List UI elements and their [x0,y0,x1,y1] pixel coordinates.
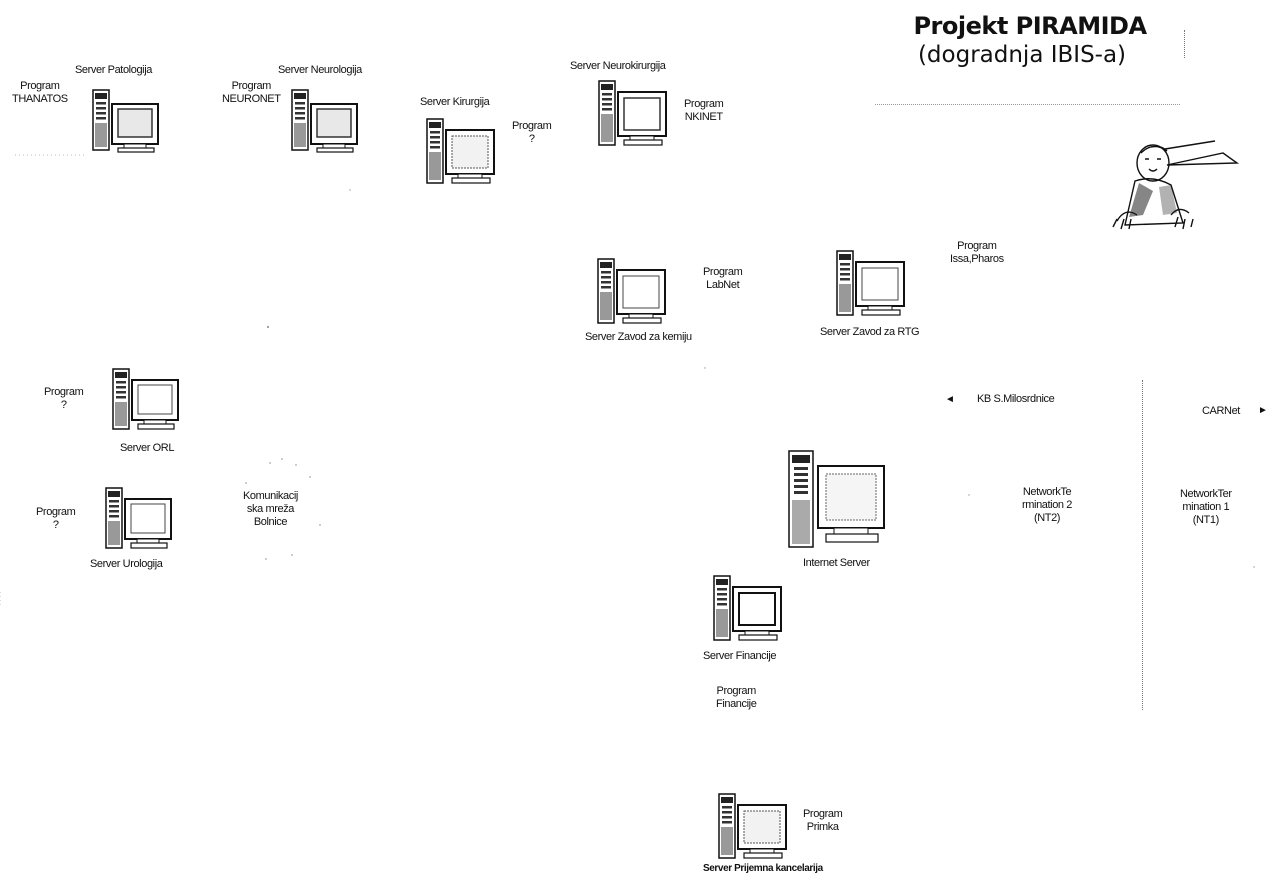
label-program-orl: Program ? [44,386,84,411]
person-reading-clipart [1105,135,1245,240]
label-komunikacijska-mreza: Komunikacij ska mreža Bolnice [243,490,298,528]
label-program-kirurgija: Program ? [512,120,552,145]
title-underline [875,104,1180,105]
label-server-kemija: Server Zavod za kemiju [585,331,692,343]
pc-icon-financije [713,575,785,643]
pc-icon-rtg [836,250,908,318]
page-subtitle: (dogradnja IBIS-a) [917,42,1127,68]
label-carnet: CARNet [1202,405,1240,417]
label-server-kirurgija: Server Kirurgija [420,96,490,108]
label-nt1: NetworkTer mination 1 (NT1) [1180,488,1232,526]
label-server-financije: Server Financije [703,650,777,662]
arrow-right-icon: ► [1258,405,1267,416]
label-program-rtg: Program Issa,Pharos [950,240,1004,265]
title-right-edge [1184,30,1185,58]
label-program-financije: Program Financije [716,685,757,710]
pc-icon-kemija [597,258,669,326]
label-nt2: NetworkTe rmination 2 (NT2) [1022,486,1073,524]
label-server-urologija: Server Urologija [90,558,163,570]
label-program-prijemna: Program Primka [803,808,843,833]
pc-icon-orl [112,368,182,433]
pc-icon-prijemna [718,793,790,861]
pc-icon-kirurgija [426,118,498,186]
label-program-patologija: Program THANATOS [12,80,68,105]
label-kb-milosrdnice: KB S.Milosrdnice [977,393,1055,405]
label-program-neurologija: Program NEURONET [222,80,281,105]
boundary-line [1142,380,1143,710]
label-server-neurokirurgija: Server Neurokirurgija [570,60,666,72]
pc-icon-internet-server [788,450,888,550]
label-program-neurokirurgija: Program NKINET [684,98,724,123]
pc-icon-urologija [105,487,175,552]
label-program-urologija: Program ? [36,506,76,531]
label-server-patologija: Server Patologija [75,64,152,76]
arrow-left-icon: ◄ [945,394,955,405]
label-server-orl: Server ORL [120,442,175,454]
label-internet-server: Internet Server [803,557,870,569]
page-title: Projekt PIRAMIDA [913,12,1147,40]
label-program-kemija: Program LabNet [703,266,743,291]
pc-icon-neurologija [291,89,361,154]
label-server-neurologija: Server Neurologija [278,64,362,76]
pc-icon-patologija [92,89,162,154]
pc-icon-neurokirurgija [598,80,670,148]
label-server-rtg: Server Zavod za RTG [820,326,920,338]
label-server-prijemna: Server Prijemna kancelarija [703,863,823,874]
network-cloud-dots [236,455,326,565]
